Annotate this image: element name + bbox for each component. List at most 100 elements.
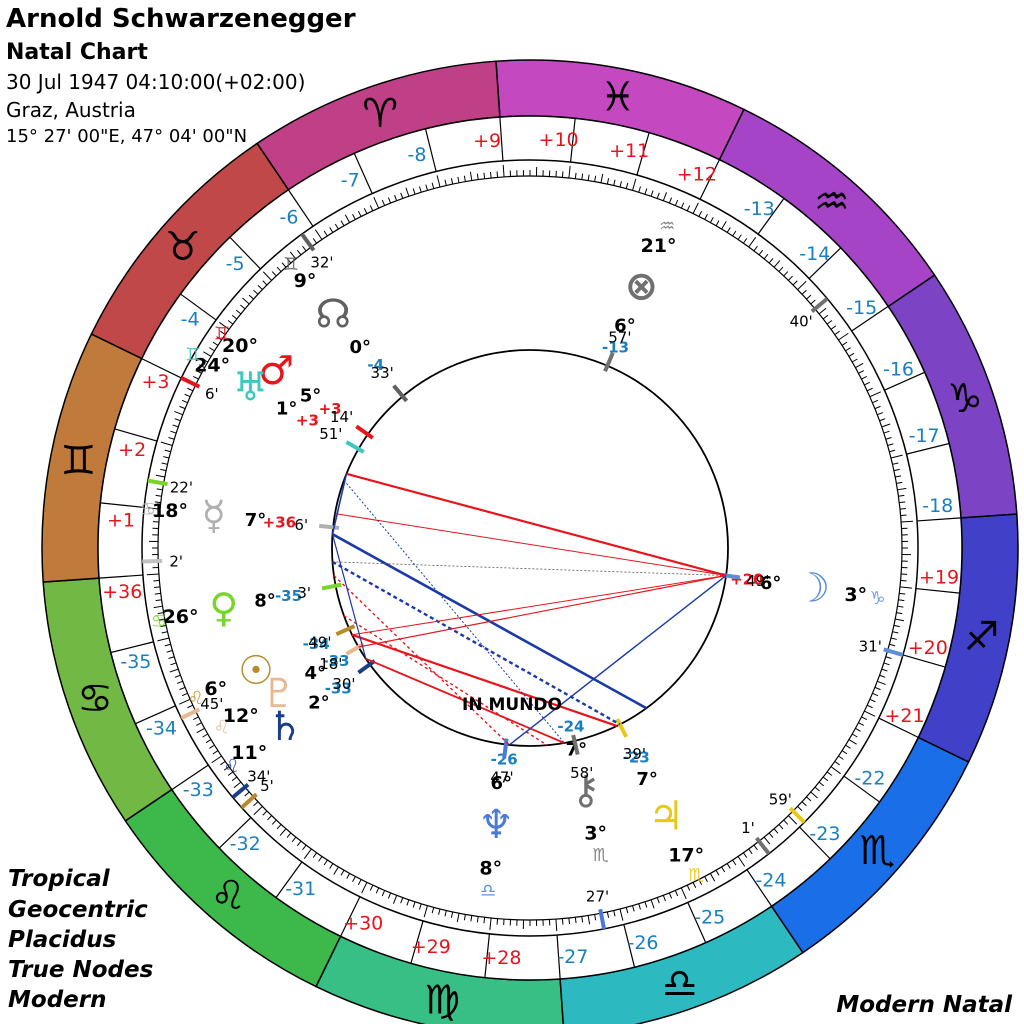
degree-tick [848,352,855,357]
chiron-glyph-icon: ⚷ [571,768,600,814]
cusp-minute-label: 45' [200,695,223,713]
degree-tick [276,266,282,272]
degree-tick [632,178,637,191]
degree-tick [381,890,386,897]
degree-tick [674,890,679,897]
chart-place: Graz, Austria [6,98,136,122]
degree-tick [650,190,654,197]
degree-tick [502,164,505,177]
node-inner-marker [392,384,409,403]
pluto-inner-marker [345,642,365,656]
degree-tick [161,462,168,465]
declination-divider [906,442,950,455]
chiron-inner-marker [571,734,580,756]
degree-tick [456,913,460,923]
mars-declination-degree: 5° [300,385,322,406]
declination-label: -27 [557,946,588,968]
degree-tick [205,739,212,744]
sign-glyph-capricorn: ♑ [947,376,983,422]
saturn-sign-icon: ♌ [223,756,239,777]
degree-tick [153,605,163,609]
jupiter-sign-icon: ♏ [688,865,704,886]
degree-tick [737,856,746,867]
degree-tick [872,399,879,404]
degree-tick [157,637,170,642]
declination-divider [915,587,960,594]
degree-tick [893,468,900,472]
uranus-inner-minute: 51' [319,425,342,443]
degree-tick [778,266,784,272]
degree-tick [244,791,250,797]
degree-tick [184,393,191,398]
venus-declination-degree: 8° [254,591,276,612]
declination-divider [424,128,437,172]
declination-label: +36 [102,581,142,603]
degree-tick [419,903,422,910]
degree-tick [302,844,307,851]
aspect-line [508,575,727,746]
degree-tick [334,223,339,230]
declination-divider [902,654,946,668]
inner-circle [331,349,729,747]
chart-coords: 15° 27' 00"E, 47° 04' 00"N [6,126,248,147]
neptune-degree: 8° [479,858,502,880]
declination-divider [484,933,491,978]
degree-tick [797,280,807,290]
degree-tick [656,192,660,199]
degree-tick [838,755,844,760]
degree-tick [587,915,591,925]
degree-tick [154,501,161,504]
degree-tick [231,314,238,320]
degree-tick [632,905,635,912]
degree-tick [296,840,302,847]
degree-tick [889,449,896,453]
degree-tick [381,199,386,206]
sign-glyph-leo: ♌ [210,873,246,919]
sun-inner-marker [335,624,356,637]
degree-tick [431,182,435,189]
cusp-minute-label: 22' [170,479,193,497]
uranus-inner-marker [345,440,365,454]
cusp-minute-label: 32' [310,254,333,272]
declination-label: -5 [226,253,245,275]
degree-tick [768,258,774,264]
degree-tick [858,722,864,726]
saturn-degree: 11° [231,742,267,764]
node-declination: -4 [367,356,384,374]
chart-datetime: 30 Jul 1947 04:10:00(+02:00) [6,70,306,94]
degree-tick [181,692,188,697]
degree-tick [438,908,441,915]
degree-tick [619,181,622,188]
degree-tick [619,908,624,921]
declination-label: -15 [846,297,877,319]
jupiter-inner-marker [615,718,629,738]
node-glyph-icon: ☊ [316,292,352,338]
aspect-line [332,561,727,576]
uranus-degree: 24° [194,355,230,377]
declination-divider [808,247,842,279]
declination-divider [556,935,561,979]
degree-tick [662,895,666,902]
degree-tick [822,314,829,320]
degree-tick [373,196,380,209]
moon-degree: 3° [844,584,867,606]
degree-tick [830,325,837,330]
jupiter-inner-minute: 39' [623,745,646,763]
sign-glyph-taurus: ♉ [165,224,201,270]
sign-glyph-aquarius: ♒ [814,179,850,225]
degree-tick [845,744,851,749]
degree-tick [644,188,648,195]
degree-tick [157,612,164,615]
declination-label: -32 [230,833,261,855]
degree-tick [879,418,886,422]
cusp-minute-label: 5' [260,777,274,795]
degree-tick [318,856,323,862]
pluto-inner-minute: 18' [319,655,342,673]
degree-tick [400,897,404,904]
degree-tick [312,238,318,244]
pluto-declination: -33 [322,652,349,670]
sun-inner-minute: 49' [308,634,331,652]
degree-tick [866,704,873,709]
degree-tick [203,351,212,357]
